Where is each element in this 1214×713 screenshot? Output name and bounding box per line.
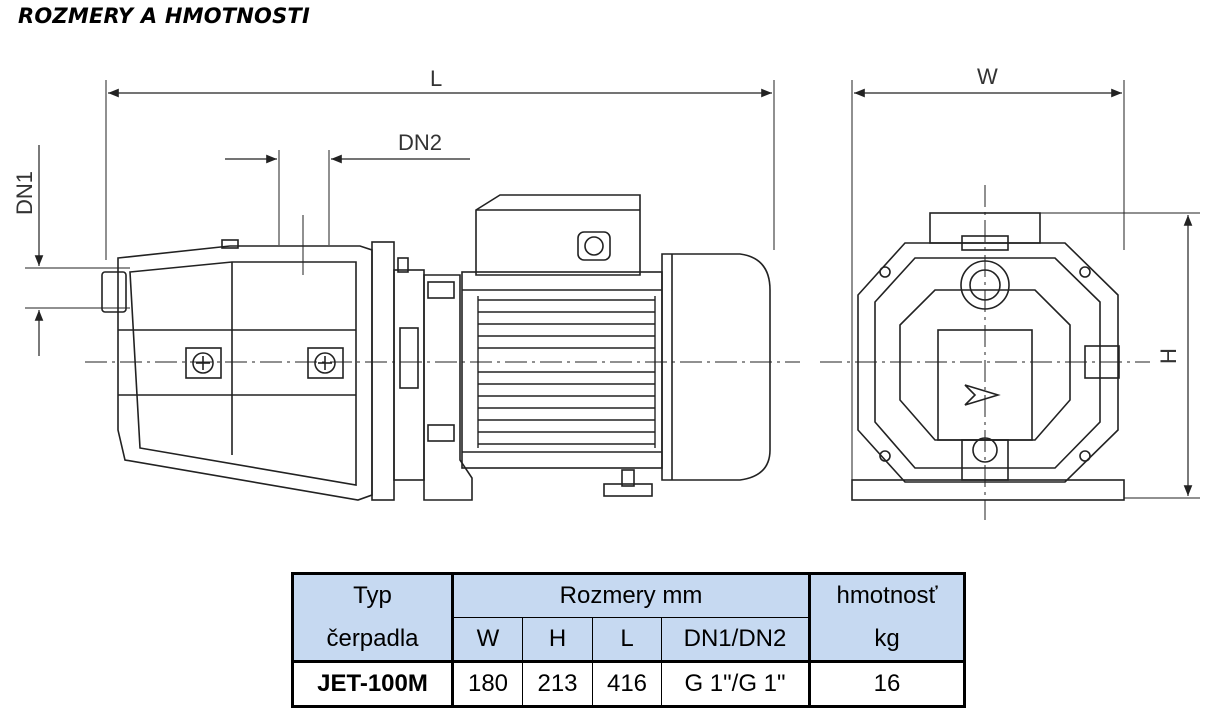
subheader-W: W [452,617,523,662]
label-L: L [430,66,442,91]
cell-W: 180 [452,660,523,707]
dimensions-weight-table: Typ Rozmery mm hmotnosť čerpadla W H L D… [291,572,966,708]
header-kg: kg [808,617,965,662]
label-H: H [1156,348,1181,364]
label-W: W [977,64,998,89]
table-row: JET-100M 180 213 416 G 1"/G 1" 16 [292,660,965,707]
cell-kg: 16 [808,660,965,707]
subheader-H: H [522,617,593,662]
subheader-DN: DN1/DN2 [661,617,810,662]
subheader-L: L [592,617,662,662]
page-title: ROZMERY A HMOTNOSTI [18,4,310,28]
side-view [25,80,800,501]
cell-DN: G 1"/G 1" [661,660,810,707]
cell-model: JET-100M [292,660,454,707]
label-DN1: DN1 [12,171,37,215]
header-typ: Typ [292,573,454,618]
pump-technical-drawing: L DN2 DN1 W H [12,64,1200,520]
front-view [820,80,1200,520]
header-hmotnost: hmotnosť [808,573,965,618]
cell-L: 416 [592,660,662,707]
label-DN2: DN2 [398,130,442,155]
cell-H: 213 [522,660,593,707]
header-cerpadla: čerpadla [292,617,454,662]
header-rozmery: Rozmery mm [452,573,810,618]
